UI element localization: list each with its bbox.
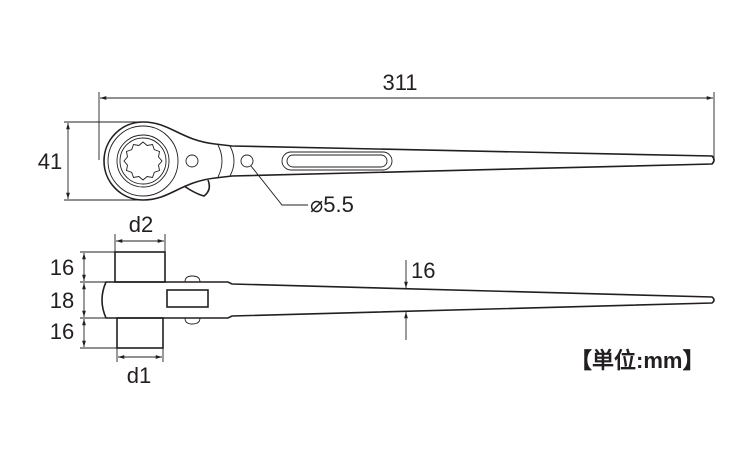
wrench-outline bbox=[103, 121, 715, 201]
upper-drive-label: 16 bbox=[50, 255, 74, 280]
handle-thickness-label: 16 bbox=[411, 258, 435, 283]
square-drive-d1 bbox=[116, 317, 164, 349]
hole-5-5 bbox=[240, 154, 254, 168]
pawl-bump bbox=[184, 275, 201, 283]
top-view: 311 41 ⌀5.5 bbox=[38, 70, 715, 217]
pawl-window bbox=[166, 289, 209, 308]
ring-outline bbox=[107, 125, 179, 197]
d1-label: d1 bbox=[127, 363, 151, 388]
twelve-point-socket bbox=[123, 141, 163, 181]
square-drive-d2 bbox=[114, 251, 166, 283]
ring-inner bbox=[119, 137, 167, 185]
pivot-hole bbox=[185, 154, 199, 168]
hole-diameter-label: ⌀5.5 bbox=[310, 192, 354, 217]
body-thickness-label: 18 bbox=[50, 288, 74, 313]
handle-slot-inner bbox=[286, 154, 388, 168]
pawl-lever bbox=[183, 179, 211, 197]
neck-line bbox=[217, 144, 223, 178]
head-width-label: 41 bbox=[38, 149, 62, 174]
hole-leader-line bbox=[250, 165, 308, 206]
neck-line bbox=[229, 145, 235, 177]
lower-drive-label: 16 bbox=[50, 319, 74, 344]
d2-label: d2 bbox=[129, 212, 153, 237]
ring-inner bbox=[116, 134, 170, 188]
length-label: 311 bbox=[382, 70, 417, 95]
unit-label: 【単位:mm】 bbox=[570, 348, 704, 373]
handle-slot bbox=[281, 151, 393, 171]
side-body-outline bbox=[101, 281, 715, 319]
pawl-bump bbox=[184, 317, 201, 325]
side-view: d2 d1 16 18 16 16 bbox=[50, 212, 715, 388]
